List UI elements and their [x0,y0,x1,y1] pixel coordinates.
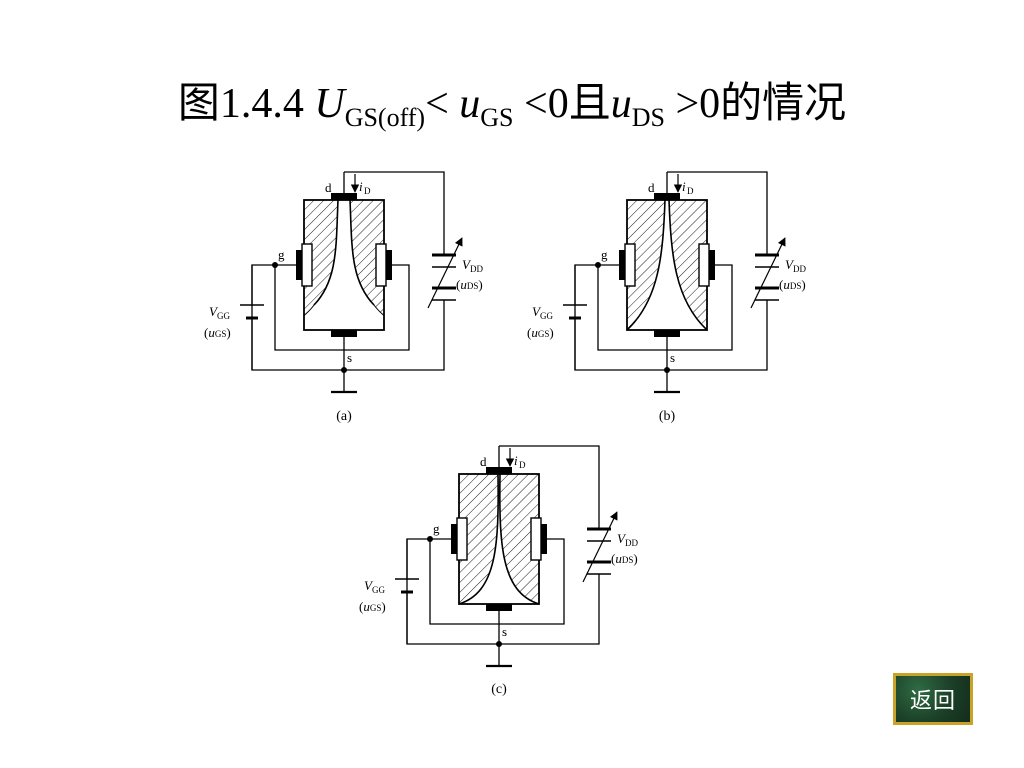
svg-text:D: D [364,186,371,196]
svg-text:D: D [519,460,526,470]
svg-text:DD: DD [470,264,483,274]
caption-a: (a) [336,409,352,424]
svg-text:V: V [209,304,219,319]
gate-label-c: g [433,521,440,536]
back-button[interactable]: 返回 [893,673,973,725]
source-label-a: s [347,350,352,365]
svg-text:GG: GG [540,311,553,321]
panel-b [563,172,785,392]
drain-label-b: d [648,180,655,195]
svg-text:(uGS): (uGS) [359,599,386,614]
panel-c [395,446,617,666]
svg-text:(uDS): (uDS) [456,277,483,292]
svg-text:V: V [364,578,374,593]
page-title: 图1.4.4 UGS(off)< uGS <0且uDS >0的情况 [177,81,847,132]
svg-text:V: V [462,257,472,272]
svg-text:(uDS): (uDS) [779,277,806,292]
svg-text:DD: DD [625,538,638,548]
gate-label-a: g [278,247,285,262]
source-label-c: s [502,624,507,639]
svg-text:(uDS): (uDS) [611,551,638,566]
source-label-b: s [670,350,675,365]
caption-b: (b) [658,409,676,424]
drain-label-c: d [480,454,487,469]
panel-a [240,172,462,392]
svg-text:(uGS): (uGS) [204,325,231,340]
id-label-a: i [359,179,363,194]
drain-label-a: d [325,180,332,195]
svg-text:GG: GG [217,311,230,321]
svg-text:i: i [682,179,686,194]
svg-text:D: D [687,186,694,196]
caption-c: (c) [491,682,507,697]
svg-text:DD: DD [793,264,806,274]
svg-text:V: V [617,531,627,546]
svg-text:V: V [532,304,542,319]
svg-text:(uGS): (uGS) [527,325,554,340]
gate-label-b: g [601,247,608,262]
svg-text:i: i [514,453,518,468]
svg-text:V: V [785,257,795,272]
svg-text:GG: GG [372,585,385,595]
